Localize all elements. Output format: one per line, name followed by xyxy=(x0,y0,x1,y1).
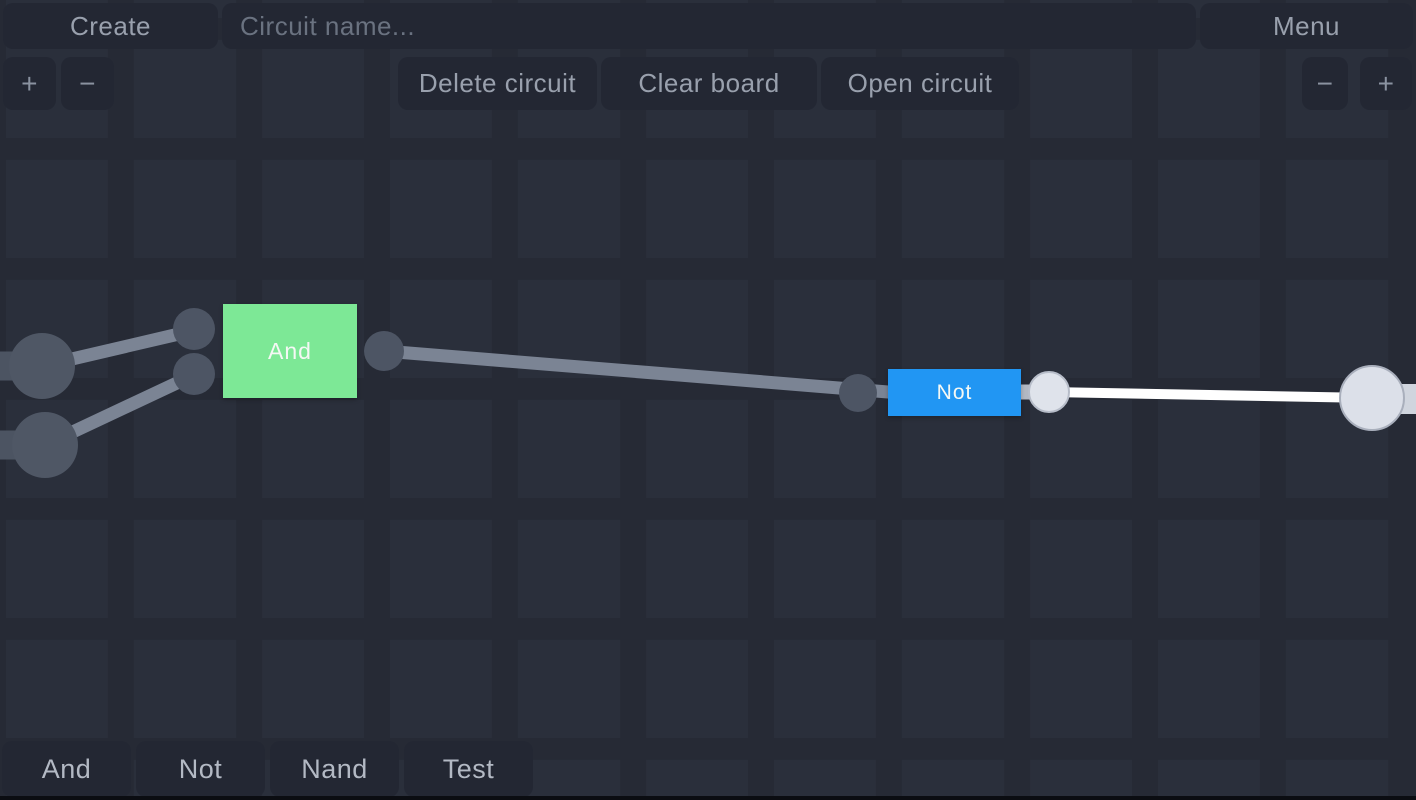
connection-node[interactable] xyxy=(1339,365,1405,431)
palette-item-nand[interactable]: Nand xyxy=(270,741,399,797)
connection-node[interactable] xyxy=(12,412,78,478)
palette-item-and[interactable]: And xyxy=(2,741,131,797)
connection-node[interactable] xyxy=(173,308,215,350)
menu-button[interactable]: Menu xyxy=(1200,3,1413,49)
connection-node[interactable] xyxy=(9,333,75,399)
connection-node[interactable] xyxy=(839,374,877,412)
create-button[interactable]: Create xyxy=(3,3,218,49)
delete-circuit-button[interactable]: Delete circuit xyxy=(398,57,597,110)
component-palette: And Not Nand Test xyxy=(2,741,533,797)
connection-node[interactable] xyxy=(173,353,215,395)
gate-and[interactable]: And xyxy=(223,304,357,398)
zoom-out-button-left[interactable]: − xyxy=(61,57,114,110)
connection-node[interactable] xyxy=(1028,371,1070,413)
palette-item-test[interactable]: Test xyxy=(404,741,533,797)
palette-item-not[interactable]: Not xyxy=(136,741,265,797)
connection-node[interactable] xyxy=(364,331,404,371)
gate-not[interactable]: Not xyxy=(888,369,1021,416)
wire[interactable] xyxy=(377,344,895,399)
clear-board-button[interactable]: Clear board xyxy=(601,57,817,110)
zoom-in-button-left[interactable]: + xyxy=(3,57,56,110)
zoom-in-button-right[interactable]: + xyxy=(1360,57,1412,110)
circuit-name-input[interactable] xyxy=(222,3,1196,49)
wire[interactable] xyxy=(1048,387,1373,403)
bottom-edge-strip xyxy=(0,796,1416,800)
open-circuit-button[interactable]: Open circuit xyxy=(821,57,1019,110)
zoom-out-button-right[interactable]: − xyxy=(1302,57,1348,110)
